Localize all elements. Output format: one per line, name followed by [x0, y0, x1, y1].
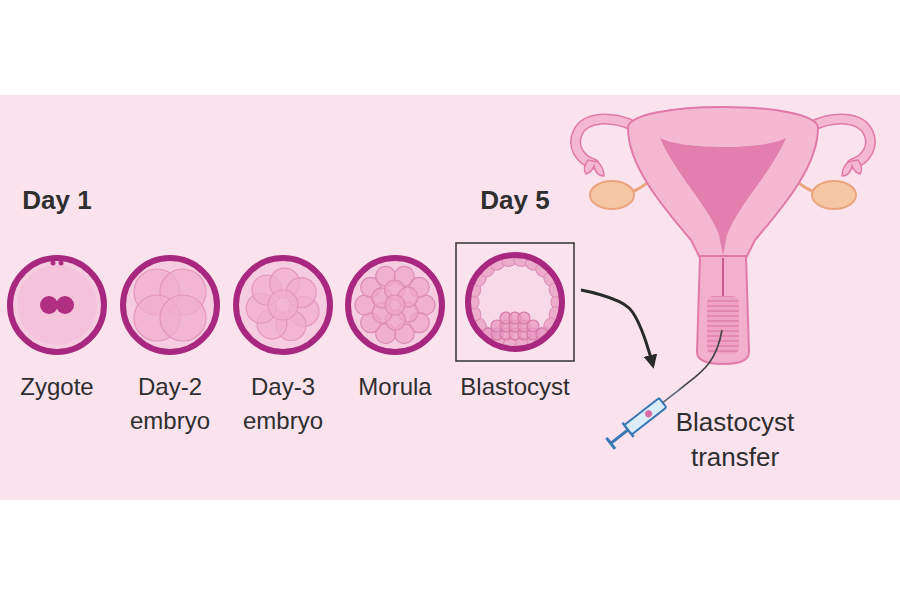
vagina [697, 256, 749, 364]
embryo-stage: Day 1 Zygote [1, 185, 113, 408]
embryo-stage: Morula [339, 185, 451, 408]
embryo-stage: Day-3 embryo [227, 185, 339, 442]
uterus-body [628, 107, 818, 258]
stage-label: Zygote [5, 370, 109, 404]
embryo-circle [340, 250, 450, 360]
stage-label: Day-2 embryo [118, 370, 222, 438]
embryo-circle [2, 250, 112, 360]
stage-label: Morula [343, 370, 447, 404]
transfer-arrow [581, 290, 653, 366]
day-heading: Day 1 [1, 185, 113, 215]
embryo-circle [228, 250, 338, 360]
vaginal-rugae [707, 296, 739, 354]
uterine-cavity [660, 138, 786, 256]
transfer-step: Blastocyst transfer [605, 365, 865, 479]
day-heading: Day 5 [445, 185, 585, 215]
stage-label: Blastocyst transfer [648, 405, 823, 475]
embryo-stage: Day-2 embryo [114, 185, 226, 442]
embryo-stage: Day 5 Blastocyst [445, 185, 585, 408]
stage-label: Day-3 embryo [231, 370, 335, 438]
pink-band [0, 95, 900, 500]
catheter [679, 330, 722, 390]
embryo-circle [115, 250, 225, 360]
stage-label: Blastocyst [447, 370, 583, 404]
embryo-circle [455, 242, 575, 362]
